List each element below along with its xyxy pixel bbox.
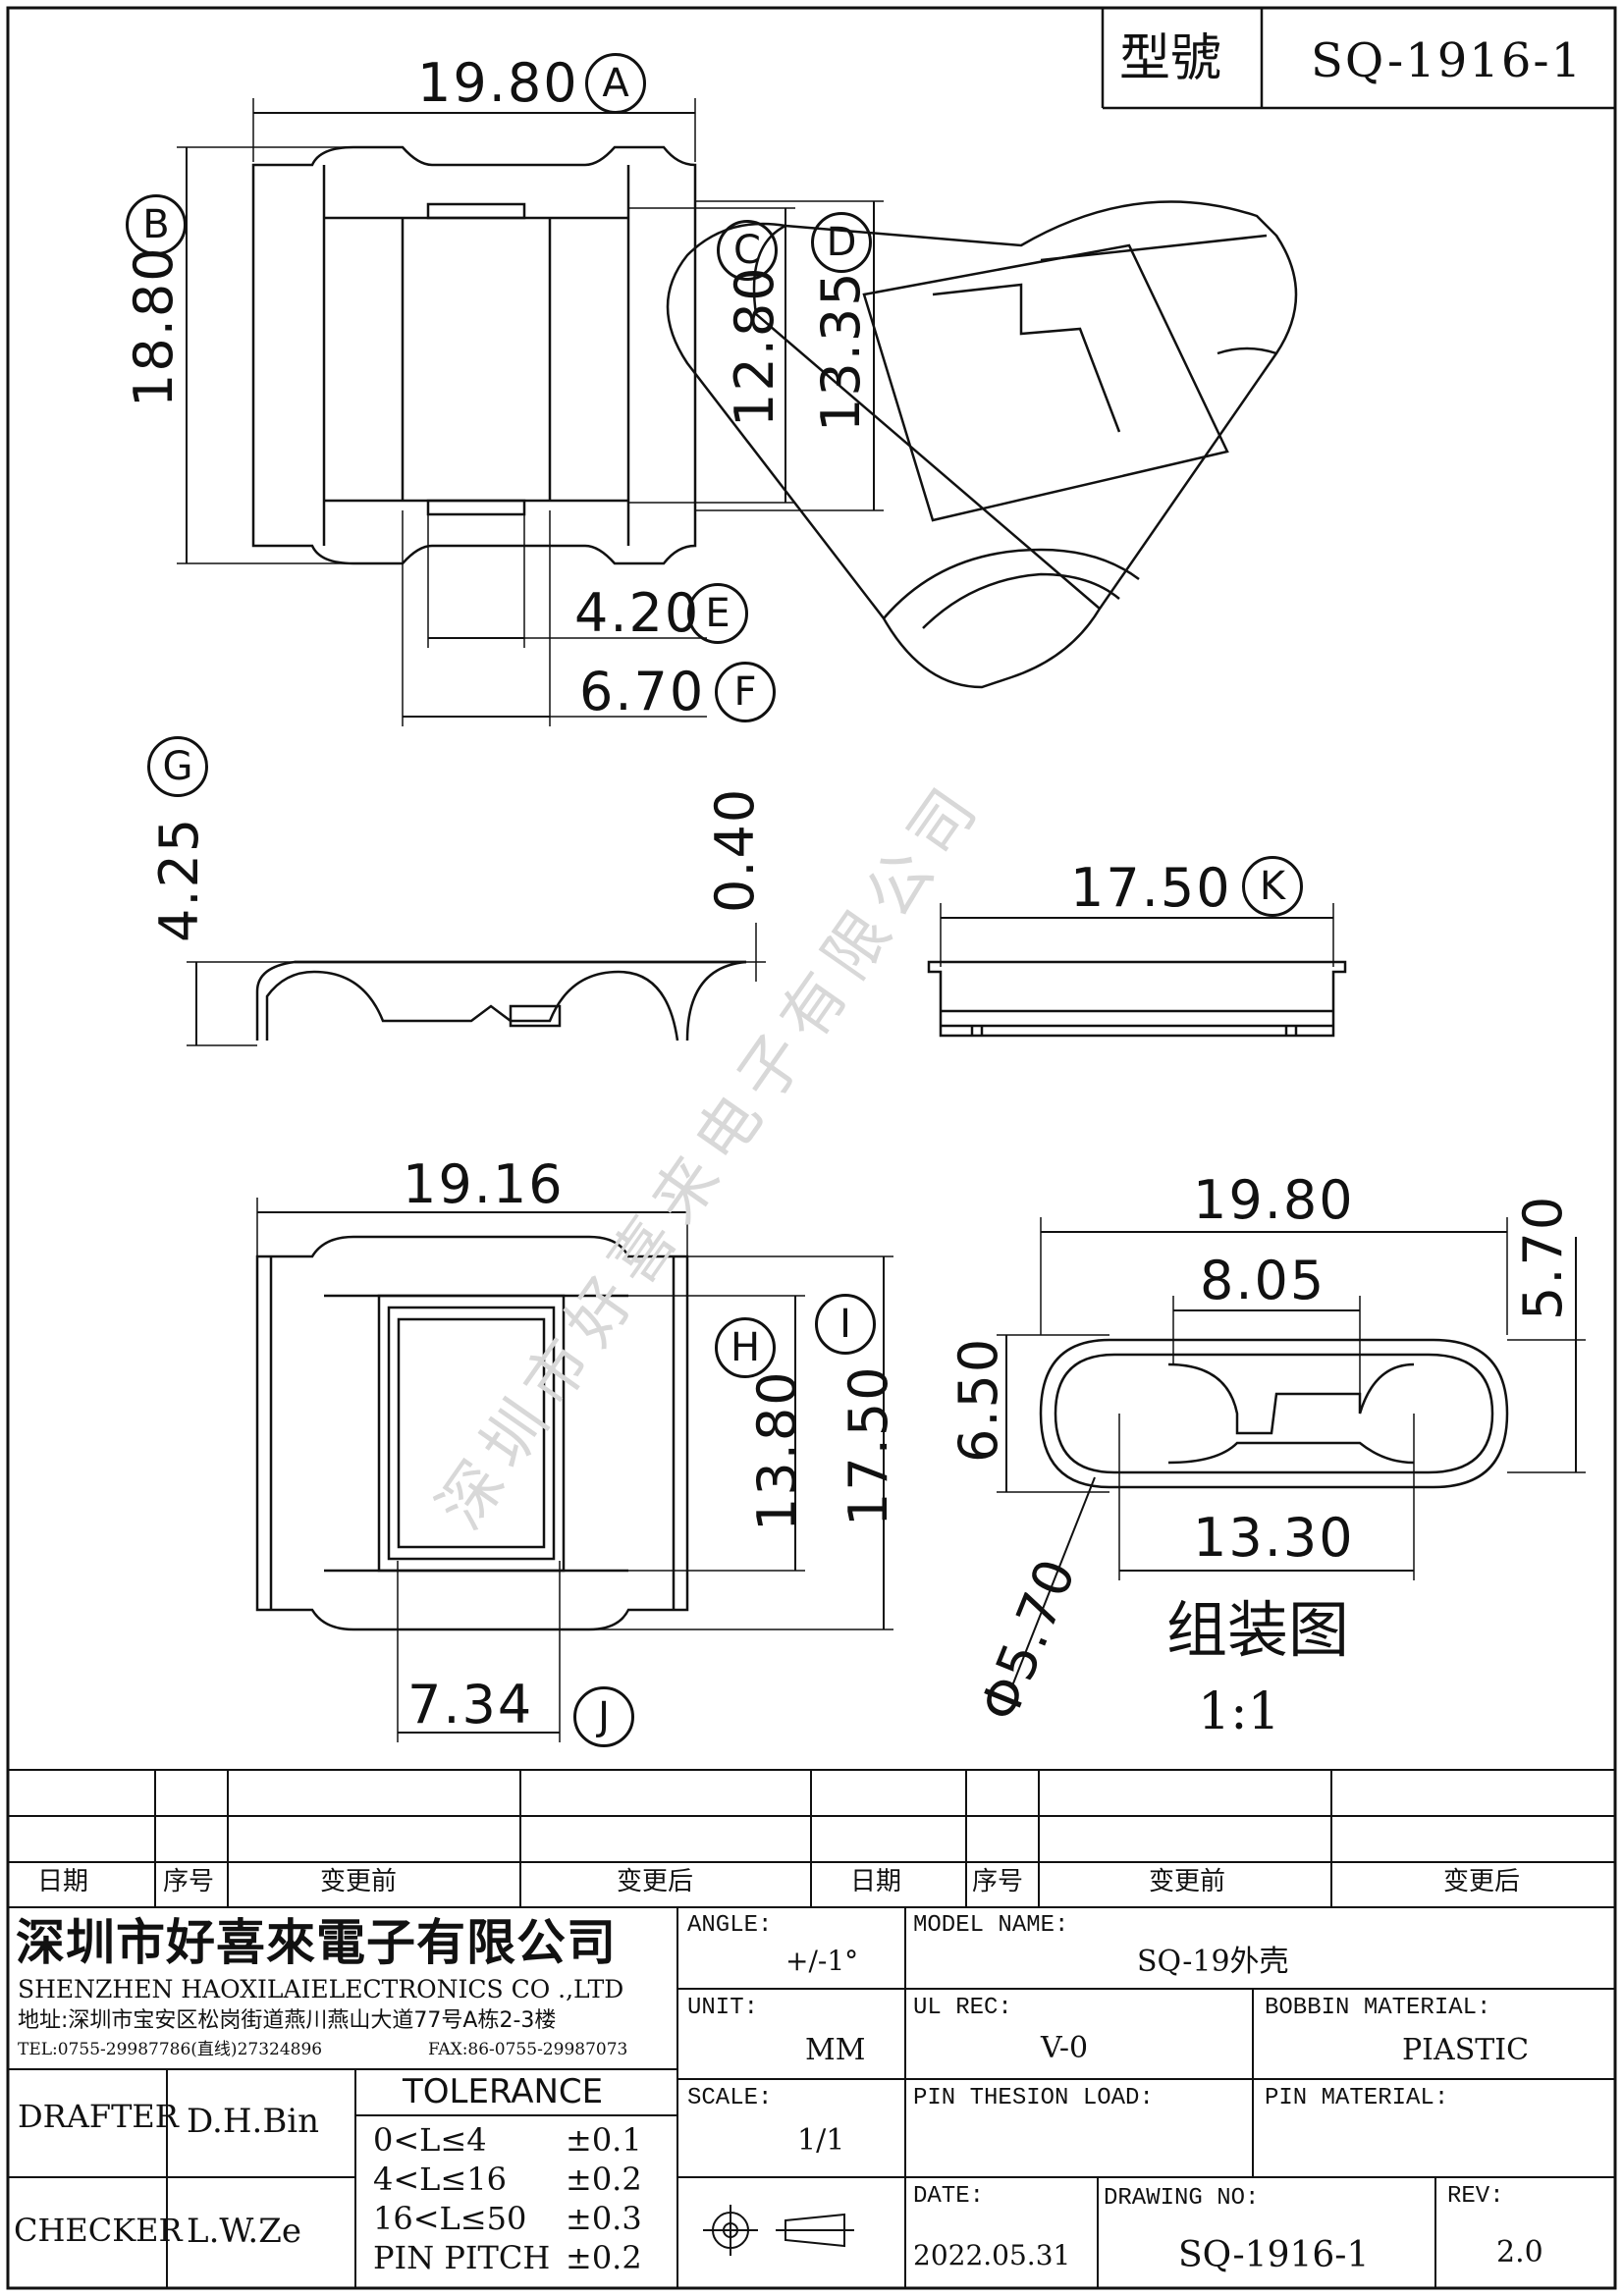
ul-label: UL REC: — [913, 1995, 1012, 2021]
company-name-cn: 深圳市好喜來電子有限公司 — [16, 1913, 617, 1971]
dim-k-badge: K — [1242, 856, 1303, 917]
tol-value-2: ±0.2 — [566, 2161, 642, 2198]
scale-label: SCALE: — [687, 2085, 773, 2111]
date-value: 2022.05.31 — [913, 2239, 1071, 2271]
assembly-label: 组装图 — [1166, 1594, 1350, 1666]
rev-value: 2.0 — [1496, 2235, 1543, 2269]
rev-col-date-2: 日期 — [850, 1867, 902, 1896]
dim-end-width: 19.80 — [1193, 1169, 1355, 1231]
ul-value: V-0 — [1041, 2031, 1089, 2065]
dim-end-height-2: 6.50 — [947, 1336, 1009, 1463]
tol-range-4: PIN PITCH — [373, 2239, 551, 2276]
assembly-scale: 1:1 — [1198, 1682, 1280, 1741]
tol-range-1: 0<L≤4 — [373, 2121, 487, 2159]
dim-f-value: 6.70 — [579, 661, 706, 722]
titleblock-lines — [8, 1907, 1615, 2288]
sheet-border — [6, 6, 1617, 2290]
dim-g-value: 4.25 — [148, 816, 210, 942]
dim-h-value: 13.80 — [746, 1369, 808, 1531]
pin-tension-load-label: PIN THESION LOAD: — [913, 2085, 1154, 2111]
model-label: 型號 — [1119, 29, 1222, 88]
end-view — [997, 1217, 1586, 1689]
rev-col-seq-1: 序号 — [163, 1867, 215, 1896]
dim-f-badge: F — [715, 662, 776, 722]
drafter-label: DRAFTER — [18, 2098, 179, 2135]
tol-range-3: 16<L≤50 — [373, 2200, 527, 2237]
company-fax: FAX:86-0755-29987073 — [428, 2040, 628, 2059]
angle-value: +/-1° — [785, 1945, 859, 1977]
company-tel: TEL:0755-29987786(直线)27324896 — [18, 2040, 323, 2059]
projection-symbol — [703, 2205, 854, 2256]
dim-c-value: 12.80 — [724, 265, 785, 427]
angle-label: ANGLE: — [687, 1912, 773, 1939]
tol-value-1: ±0.1 — [566, 2121, 642, 2159]
rev-col-after-2: 变更后 — [1443, 1867, 1521, 1896]
dim-b-value: 18.80 — [123, 245, 185, 407]
tol-value-3: ±0.3 — [566, 2200, 642, 2237]
dim-i-badge: I — [815, 1294, 876, 1355]
drawing-no-value: SQ-1916-1 — [1178, 2235, 1370, 2275]
dim-d-badge: D — [811, 212, 872, 273]
model-value: SQ-1916-1 — [1311, 33, 1584, 88]
dim-b-badge: B — [126, 194, 187, 255]
rev-col-seq-2: 序号 — [972, 1867, 1024, 1896]
unit-label: UNIT: — [687, 1995, 759, 2021]
dim-j-badge: J — [573, 1686, 634, 1747]
model-name-label: MODEL NAME: — [913, 1912, 1069, 1939]
rev-col-after-1: 变更后 — [617, 1867, 694, 1896]
bobbin-material-label: BOBBIN MATERIAL: — [1265, 1995, 1491, 2021]
date-label: DATE: — [913, 2183, 985, 2210]
tolerance-title: TOLERANCE — [403, 2072, 604, 2111]
dim-end-pitch: 13.30 — [1193, 1507, 1355, 1569]
dim-end-mid: 8.05 — [1200, 1250, 1326, 1311]
model-name-value: SQ-19外壳 — [1137, 1945, 1289, 1979]
dim-h-badge: H — [715, 1317, 776, 1378]
dim-i-value: 17.50 — [838, 1364, 899, 1526]
checker-label: CHECKER — [14, 2212, 183, 2249]
dim-e-value: 4.20 — [574, 582, 701, 644]
dim-end-height: 5.70 — [1512, 1194, 1574, 1320]
company-name-en: SHENZHEN HAOXILAIELECTRONICS CO .,LTD — [18, 1975, 624, 2003]
dim-a-value: 19.80 — [417, 52, 579, 114]
top-view — [177, 98, 884, 726]
rev-col-before-1: 变更前 — [320, 1867, 398, 1896]
dim-thickness-value: 0.40 — [704, 786, 766, 913]
dim-g-badge: G — [147, 736, 208, 797]
revision-table-lines — [8, 1769, 1615, 1908]
side-view — [187, 923, 766, 1046]
unit-value: MM — [805, 2033, 866, 2067]
k-view — [927, 903, 1347, 1038]
checker-value: L.W.Ze — [187, 2212, 301, 2251]
dim-k-value: 17.50 — [1070, 857, 1232, 919]
drawing-no-label: DRAWING NO: — [1104, 2185, 1260, 2212]
rev-label: REV: — [1447, 2183, 1504, 2210]
drafter-value: D.H.Bin — [187, 2102, 320, 2141]
dim-c-badge: C — [717, 220, 778, 281]
bottom-view — [255, 1198, 893, 1742]
dim-d-value: 13.35 — [810, 270, 872, 432]
tol-value-4: ±0.2 — [566, 2239, 642, 2276]
tol-range-2: 4<L≤16 — [373, 2161, 507, 2198]
company-address: 地址:深圳市宝安区松岗街道燕川燕山大道77号A栋2-3楼 — [18, 2008, 557, 2033]
scale-value: 1/1 — [797, 2123, 845, 2158]
rev-col-before-2: 变更前 — [1149, 1867, 1226, 1896]
rev-col-date-1: 日期 — [37, 1867, 89, 1896]
dim-a-badge: A — [585, 53, 646, 114]
bobbin-material-value: PIASTIC — [1402, 2033, 1530, 2067]
pin-material-label: PIN MATERIAL: — [1265, 2085, 1449, 2111]
dim-bottom-width: 19.16 — [403, 1153, 565, 1215]
dim-e-badge: E — [687, 583, 748, 644]
dim-j-value: 7.34 — [407, 1674, 534, 1735]
model-box — [1101, 8, 1615, 110]
